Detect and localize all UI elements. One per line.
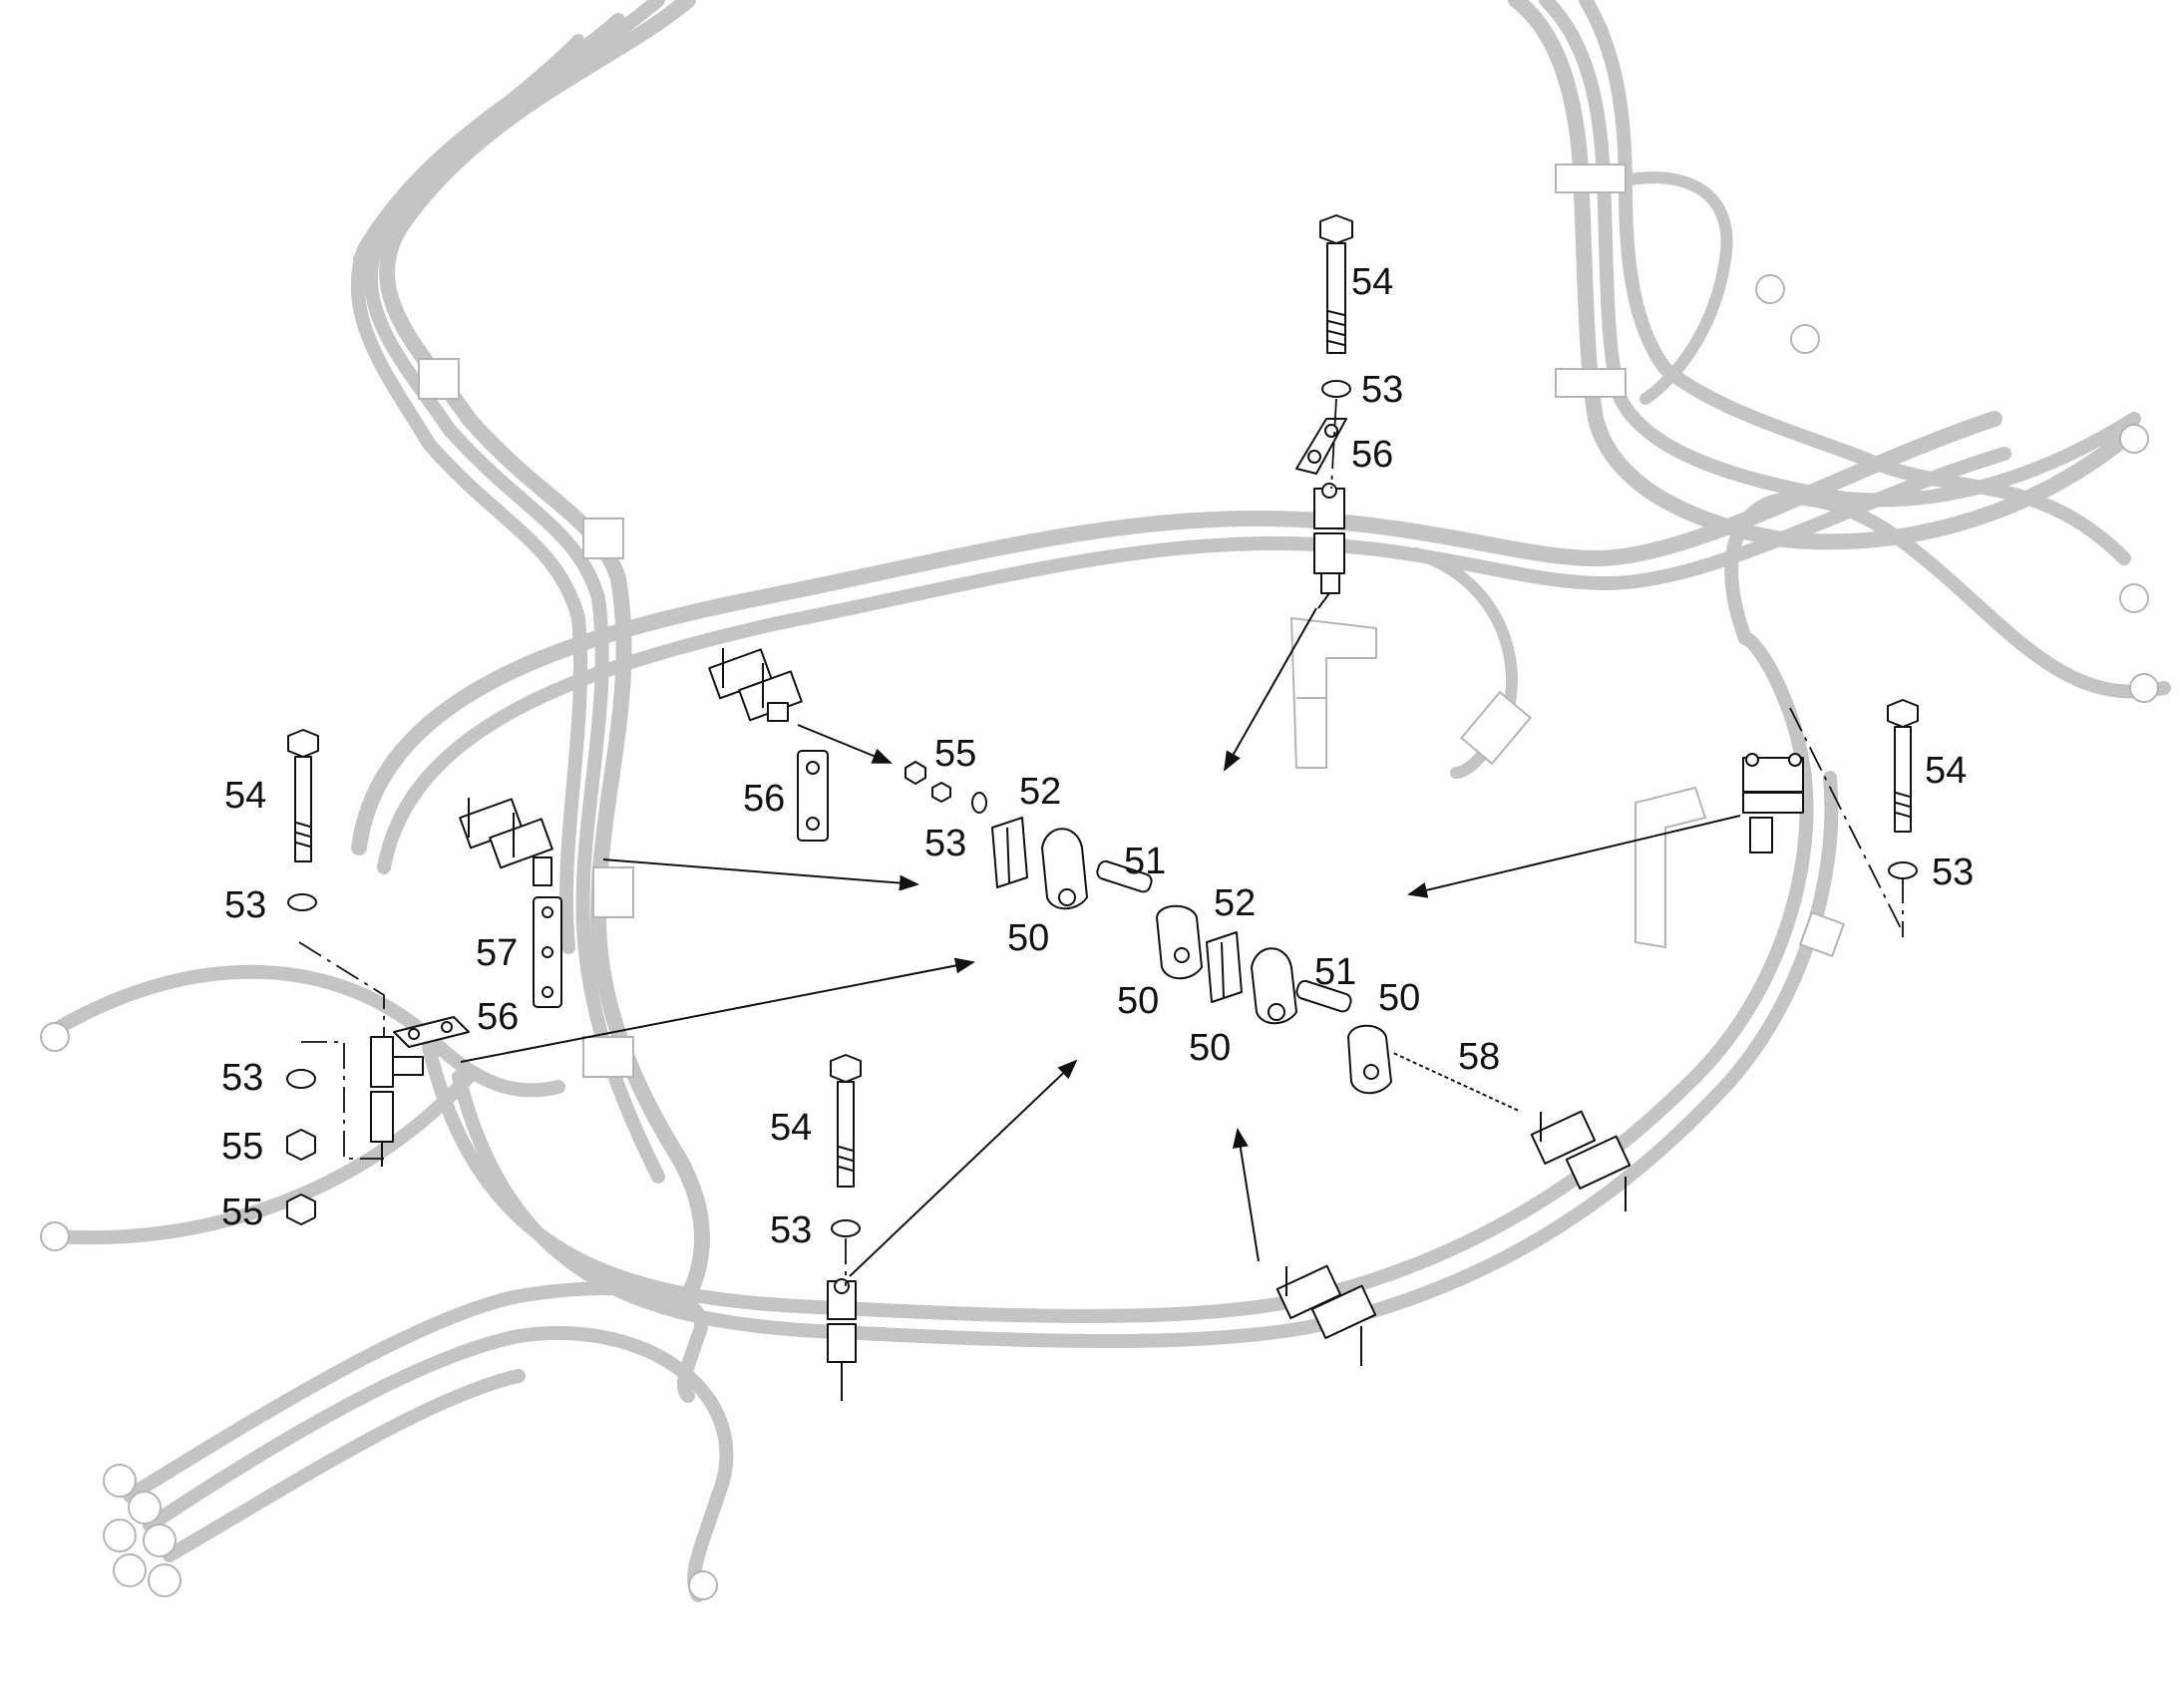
part-55-nut-center [905,761,926,785]
arrow-to-part-55 [797,724,893,764]
callout-50-center-a: 50 [1007,917,1049,959]
exploded-parts [393,418,1522,1114]
part-50-clamp-half-b [1156,904,1203,980]
callout-labels: 54 53 56 55 52 53 56 51 50 52 50 51 50 5… [221,261,1974,1251]
callout-53-bottom: 53 [770,1209,812,1251]
hose-end-fittings [40,274,2159,1600]
part-56-plate-left [393,1016,470,1048]
clamp-assembly-upper-left [708,648,803,722]
arrow-left-clamp [460,957,975,1063]
callout-55-left-b: 55 [221,1192,263,1233]
callout-50-center-d: 50 [1189,1027,1231,1069]
arrow-bottom-right-clamp [1232,1128,1260,1262]
part-56-plate-center [797,750,829,842]
bolt-stack-top [1319,214,1353,398]
clamp-assembly-bottom-right [1275,1264,1377,1366]
hose-right-vertical-bundle [1508,0,2141,565]
callout-54-left: 54 [224,775,266,817]
part-53-washer-center [971,792,987,814]
hose-clip-blocks [418,164,1627,1078]
mounting-brackets [1289,616,1707,949]
part-56-plate-top [1295,418,1347,475]
callout-53-left: 53 [224,884,266,926]
callout-52-center-a: 52 [1019,771,1061,813]
callout-56-top: 56 [1351,434,1393,476]
callout-53-left-lower: 53 [221,1057,263,1099]
clamp-assembly-right-lower [1530,1110,1632,1211]
installed-clamps [370,483,1804,1401]
hose-bundles [40,0,2171,1602]
center-lines [298,398,1904,1286]
hose-left-vertical-bundle [350,0,710,1304]
hose-lower-left-fan [48,964,734,1602]
callout-56-center: 56 [743,778,785,820]
part-51-pin-b [1295,979,1352,1013]
clamp-assembly-top-center [1313,483,1345,609]
callout-55-center: 55 [934,733,976,775]
callout-58: 58 [1458,1036,1500,1078]
callout-56-left: 56 [477,996,519,1038]
callout-53-right: 53 [1932,852,1974,893]
callout-54-bottom: 54 [770,1107,812,1149]
callout-53-center: 53 [924,823,966,864]
part-50-clamp-half-c [1251,947,1297,1025]
callout-52-center-b: 52 [1214,882,1256,924]
bolt-stack-left [287,729,319,911]
part-57-plate [533,896,562,1008]
bolt-stack-bottom [830,1054,862,1237]
washer-nut-stack-left [286,1069,316,1225]
arrow-bottom-clamp [849,1059,1078,1277]
clamp-assembly-right [1742,753,1804,854]
bolt-stack-right [1887,699,1919,879]
part-52-spacer-b [1206,931,1243,1003]
callout-51-center-b: 51 [1314,951,1356,993]
part-55-nut-center-2 [931,782,951,803]
clamp-assembly-bottom-center [827,1278,857,1401]
callout-55-left-a: 55 [221,1126,263,1168]
part-50-clamp-half-a [1041,828,1088,910]
callout-53-top: 53 [1361,369,1403,411]
callout-50-center-c: 50 [1378,977,1420,1019]
callout-51-center-a: 51 [1124,841,1166,882]
part-52-spacer-a [991,817,1028,888]
part-58-stud [1390,1050,1522,1114]
arrow-top-clamp [1224,607,1317,772]
callout-54-right: 54 [1925,750,1967,792]
clamp-assembly-left-vertical [370,1036,424,1167]
callout-50-center-b: 50 [1117,980,1159,1022]
clamp-assembly-left [459,798,553,886]
arrow-upper-left-clamp [602,858,919,891]
part-51-pin-a [1096,859,1153,893]
leader-arrows [460,607,1741,1277]
part-50-clamp-half-d [1347,1024,1392,1095]
callout-54-top: 54 [1351,261,1393,303]
arrow-right-clamp [1407,815,1741,898]
callout-57: 57 [476,932,518,974]
